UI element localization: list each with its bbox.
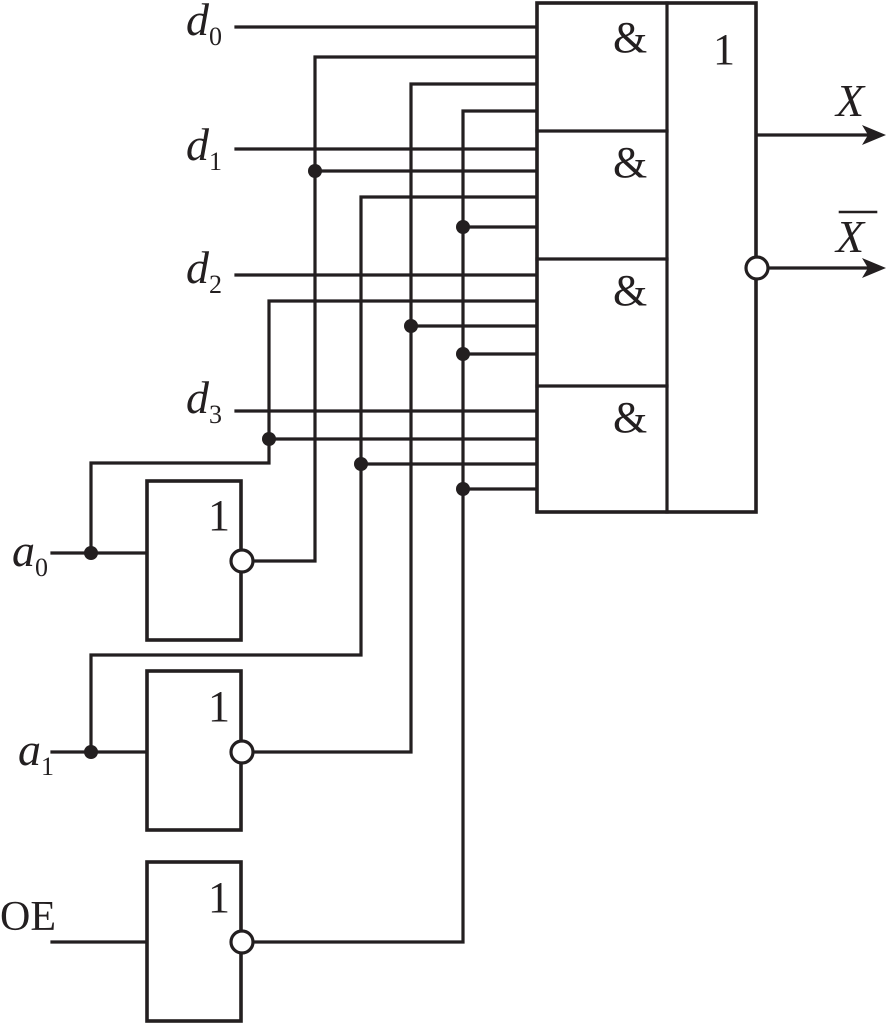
junction-dot: [308, 164, 322, 178]
inverter-a1: [145, 669, 243, 832]
label-a0: a0: [12, 525, 48, 582]
label-d3: d3: [186, 372, 222, 429]
wire-a1-direct: [89, 195, 539, 754]
inverter-oe-symbol: 1: [208, 873, 230, 922]
and-gate-2-symbol: &: [613, 266, 647, 315]
bubble-output-xbar: [744, 255, 770, 281]
wire-not-a0: [254, 55, 539, 563]
label-output-x: X: [834, 75, 866, 126]
label-d2: d2: [186, 242, 222, 299]
bubble-inverter-a0: [229, 548, 255, 574]
or-gate-symbol: 1: [713, 25, 735, 74]
label-oe: OE: [0, 894, 56, 940]
junction-dot: [84, 546, 98, 560]
arrow-xbar-icon: [862, 258, 886, 278]
junction-dot: [456, 220, 470, 234]
label-d1: d1: [186, 119, 222, 176]
junction-dot: [404, 319, 418, 333]
inverter-a0: [145, 479, 243, 642]
label-output-xbar: X: [834, 211, 866, 262]
and-gate-3-symbol: &: [613, 393, 647, 442]
junction-dot: [456, 347, 470, 361]
label-d0: d0: [186, 0, 222, 51]
junction-dot: [456, 482, 470, 496]
inverter-oe: [145, 860, 243, 1023]
and-gate-0-symbol: &: [613, 13, 647, 62]
label-a1: a1: [18, 724, 54, 781]
junction-dot: [84, 745, 98, 759]
bubble-inverter-oe: [229, 929, 255, 955]
bubble-inverter-a1: [229, 739, 255, 765]
and-gate-1-symbol: &: [613, 138, 647, 187]
inverter-a1-symbol: 1: [208, 682, 230, 731]
arrow-x-icon: [862, 125, 886, 145]
junction-dot: [262, 432, 276, 446]
wire-not-a1: [254, 82, 539, 754]
junction-dot: [354, 457, 368, 471]
inverter-a0-symbol: 1: [208, 491, 230, 540]
wire-not-oe: [254, 109, 539, 944]
wire-a0-direct: [89, 299, 539, 555]
